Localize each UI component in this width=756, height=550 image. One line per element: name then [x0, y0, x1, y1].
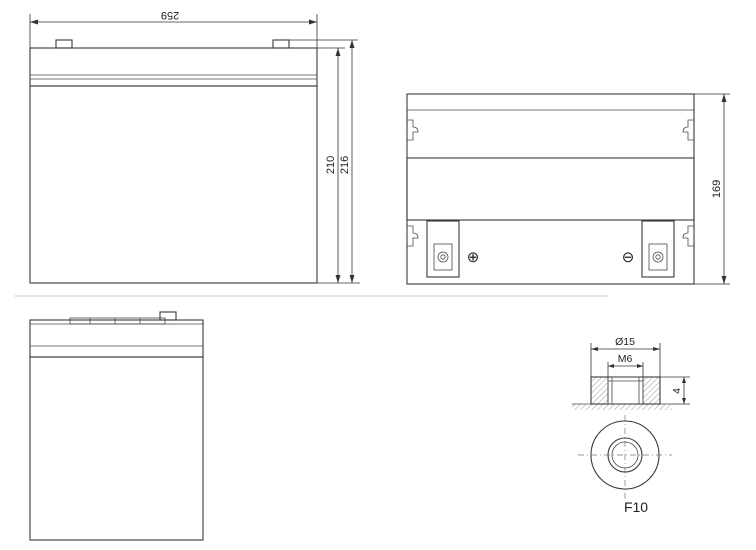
- height-210-label: 210: [325, 156, 337, 174]
- end-terminal: [159, 311, 177, 321]
- terminal-detail: Ø15 M6 4 F10: [572, 336, 690, 515]
- height-210-dimension: 210: [317, 47, 360, 284]
- slot-top-right: [682, 119, 694, 141]
- height-169-dimension: 169: [694, 93, 730, 285]
- side-view: ⊕ ⊖ 169: [406, 93, 730, 285]
- height-169-label: 169: [711, 180, 723, 198]
- front-body: [29, 85, 318, 284]
- terminal-height-label: 4: [671, 388, 683, 394]
- side-outline: [406, 93, 695, 285]
- height-216-dimension: 216: [289, 39, 358, 283]
- height-216-label: 216: [339, 156, 351, 174]
- end-lid: [29, 319, 204, 358]
- terminal-code-label: F10: [624, 499, 648, 515]
- diameter-label: Ø15: [615, 336, 635, 348]
- terminal-height-dimension: 4: [660, 376, 690, 405]
- base-hatch: [572, 404, 672, 410]
- thread-dimension: M6: [607, 353, 644, 377]
- positive-symbol-icon: ⊕: [467, 249, 480, 266]
- end-view: [29, 311, 204, 541]
- front-terminal-left: [55, 39, 73, 49]
- thread-label: M6: [618, 353, 633, 365]
- front-lid: [29, 47, 318, 87]
- terminal-block-right: [641, 220, 675, 278]
- slot-bottom-left: [407, 225, 419, 247]
- slot-bottom-right: [682, 225, 694, 247]
- width-label: 259: [161, 9, 179, 21]
- negative-symbol-icon: ⊖: [622, 249, 635, 266]
- end-body: [29, 356, 204, 541]
- width-dimension: 259: [29, 9, 318, 48]
- front-view: 259 210 216: [29, 9, 360, 284]
- side-label-band: [406, 157, 695, 221]
- diameter-dimension: Ø15: [590, 336, 661, 377]
- terminal-block-left: [426, 220, 460, 278]
- front-terminal-right: [272, 39, 290, 49]
- slot-top-left: [407, 119, 419, 141]
